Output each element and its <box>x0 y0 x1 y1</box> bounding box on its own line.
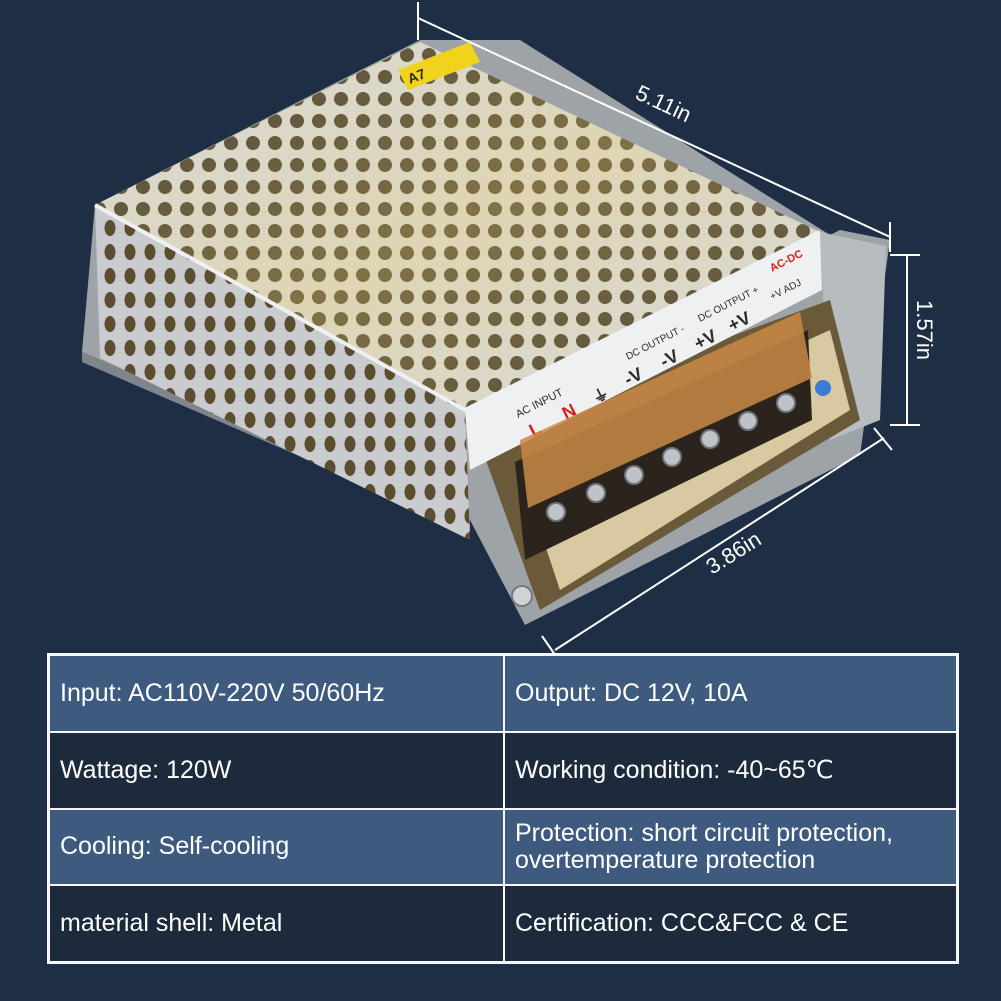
dimension-height: 1.57in <box>890 254 937 426</box>
label-panel <box>465 232 822 470</box>
spec-cooling: Cooling: Self-cooling <box>49 808 504 886</box>
spec-input: Input: AC110V-220V 50/60Hz <box>49 655 504 732</box>
spec-output: Output: DC 12V, 10A <box>504 655 957 732</box>
dimension-height-label: 1.57in <box>912 300 937 360</box>
adjust-potentiometer <box>815 380 831 396</box>
spec-protection: Protection: short circuit protection, ov… <box>504 808 957 886</box>
spec-material: material shell: Metal <box>49 885 504 962</box>
spec-certification: Certification: CCC&FCC & CE <box>504 885 957 962</box>
case-sticker <box>398 42 480 90</box>
terminal-cover <box>520 312 812 508</box>
spec-table: Input: AC110V-220V 50/60Hz Output: DC 12… <box>47 653 959 964</box>
mount-screw <box>511 585 533 607</box>
side-vent-panel <box>95 205 470 540</box>
case-label: A7 <box>405 65 428 87</box>
spec-working-condition: Working condition: -40~65℃ <box>504 731 957 809</box>
spec-wattage: Wattage: 120W <box>49 731 504 809</box>
terminal-screws <box>546 393 796 522</box>
spec-protection-line-1: Protection: short circuit protection, <box>515 818 893 847</box>
spec-protection-line-2: overtemperature protection <box>515 845 816 874</box>
power-supply-unit: A7 AC-DC AC INPUT DC OUTPUT - DC OUTPUT … <box>82 40 890 625</box>
